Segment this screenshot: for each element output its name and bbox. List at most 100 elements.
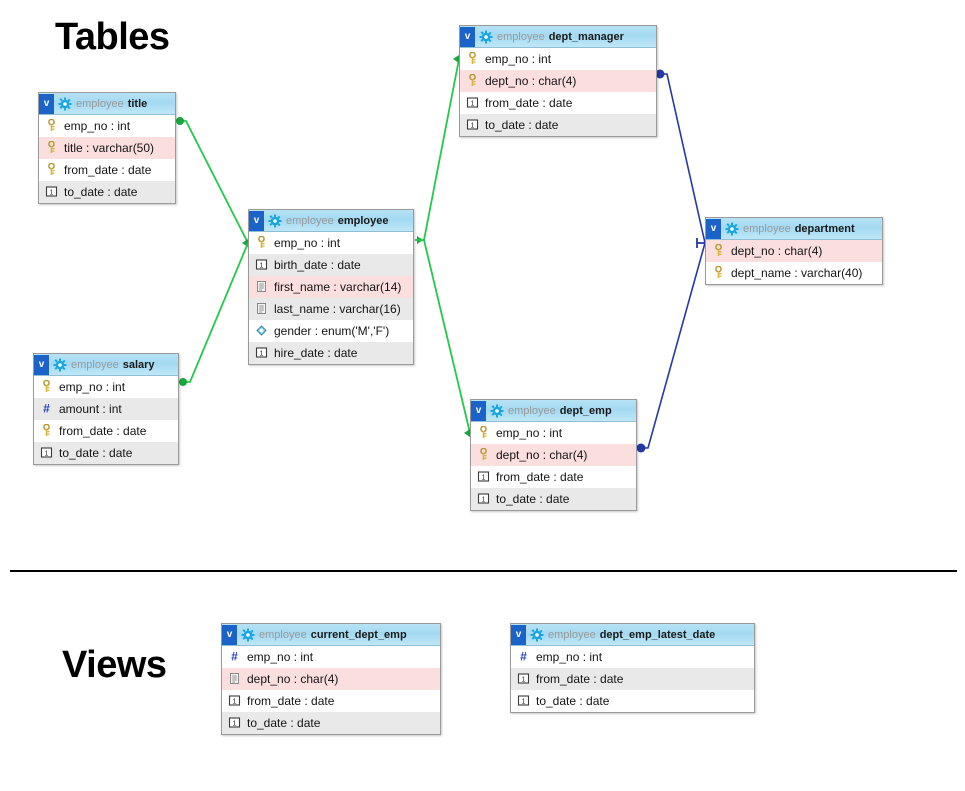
column-label: hire_date : date (274, 345, 358, 360)
date-icon: 1 (466, 119, 479, 130)
key-icon (48, 141, 55, 153)
column-row[interactable]: title : varchar(50) (39, 137, 175, 159)
column-label: emp_no : int (536, 649, 603, 664)
column-row[interactable]: 1 birth_date : date (249, 254, 413, 276)
table-name: dept_manager (548, 30, 624, 43)
table-name: title (127, 97, 148, 110)
connector-employee-dept-manager (415, 55, 460, 244)
column-row[interactable]: gender : enum('M','F') (249, 320, 413, 342)
column-label: from_date : date (64, 162, 152, 177)
schema-name: employee (259, 628, 307, 641)
key-icon (715, 266, 722, 278)
text-icon (257, 281, 266, 292)
column-label: dept_no : char(4) (485, 73, 577, 88)
column-row[interactable]: 1 hire_date : date (249, 342, 413, 364)
column-row[interactable]: emp_no : int (460, 48, 656, 70)
gear-icon (268, 214, 282, 227)
column-label: birth_date : date (274, 257, 361, 272)
column-row[interactable]: dept_no : char(4) (706, 240, 882, 262)
column-row[interactable]: dept_no : char(4) (460, 70, 656, 92)
gear-icon (241, 628, 255, 641)
svg-text:1: 1 (260, 350, 264, 357)
table-name: employee (337, 214, 389, 227)
svg-text:1: 1 (45, 450, 49, 457)
column-row[interactable]: emp_no : int (471, 422, 636, 444)
key-icon (469, 74, 476, 86)
svg-text:#: # (43, 402, 50, 415)
column-row[interactable]: emp_no : int (34, 376, 178, 398)
column-row[interactable]: last_name : varchar(16) (249, 298, 413, 320)
column-label: emp_no : int (496, 425, 563, 440)
column-row[interactable]: dept_no : char(4) (222, 668, 440, 690)
column-row[interactable]: #emp_no : int (222, 646, 440, 668)
view-badge-icon: v (249, 210, 264, 231)
date-icon: 1 (255, 259, 268, 270)
schema-name: employee (286, 214, 334, 227)
table-name: salary (122, 358, 155, 371)
key-icon (48, 163, 55, 175)
number-icon: # (231, 650, 238, 663)
svg-text:1: 1 (482, 474, 486, 481)
connector-salary-employee (179, 242, 249, 386)
column-row[interactable]: first_name : varchar(14) (249, 276, 413, 298)
column-label: dept_no : char(4) (496, 447, 588, 462)
gear-icon (58, 97, 72, 110)
column-row[interactable]: #amount : int (34, 398, 178, 420)
column-row[interactable]: emp_no : int (249, 232, 413, 254)
column-label: from_date : date (536, 671, 624, 686)
column-label: emp_no : int (59, 379, 126, 394)
schema-name: employee (497, 30, 545, 43)
table-name: department (794, 222, 855, 235)
key-icon (258, 236, 265, 248)
column-label: from_date : date (496, 469, 584, 484)
schema-name: employee (743, 222, 791, 235)
column-row[interactable]: dept_name : varchar(40) (706, 262, 882, 284)
section-divider (10, 570, 957, 572)
column-row[interactable]: emp_no : int (39, 115, 175, 137)
column-label: dept_name : varchar(40) (731, 265, 863, 280)
table-name: current_dept_emp (310, 628, 407, 641)
connector-employee-dept-emp (415, 239, 471, 437)
column-label: emp_no : int (485, 51, 552, 66)
column-row[interactable]: 1 from_date : date (471, 466, 636, 488)
column-label: from_date : date (485, 95, 573, 110)
view-badge-icon: v (511, 624, 526, 645)
column-row[interactable]: from_date : date (39, 159, 175, 181)
column-label: emp_no : int (274, 235, 341, 250)
column-row[interactable]: dept_no : char(4) (471, 444, 636, 466)
text-icon (230, 673, 239, 684)
column-row[interactable]: from_date : date (34, 420, 178, 442)
column-row[interactable]: #emp_no : int (511, 646, 754, 668)
key-icon (469, 52, 476, 64)
column-label: dept_no : char(4) (247, 671, 339, 686)
schema-name: employee (548, 628, 596, 641)
key-icon (480, 426, 487, 438)
svg-text:1: 1 (233, 720, 237, 727)
date-icon: 1 (517, 695, 530, 706)
